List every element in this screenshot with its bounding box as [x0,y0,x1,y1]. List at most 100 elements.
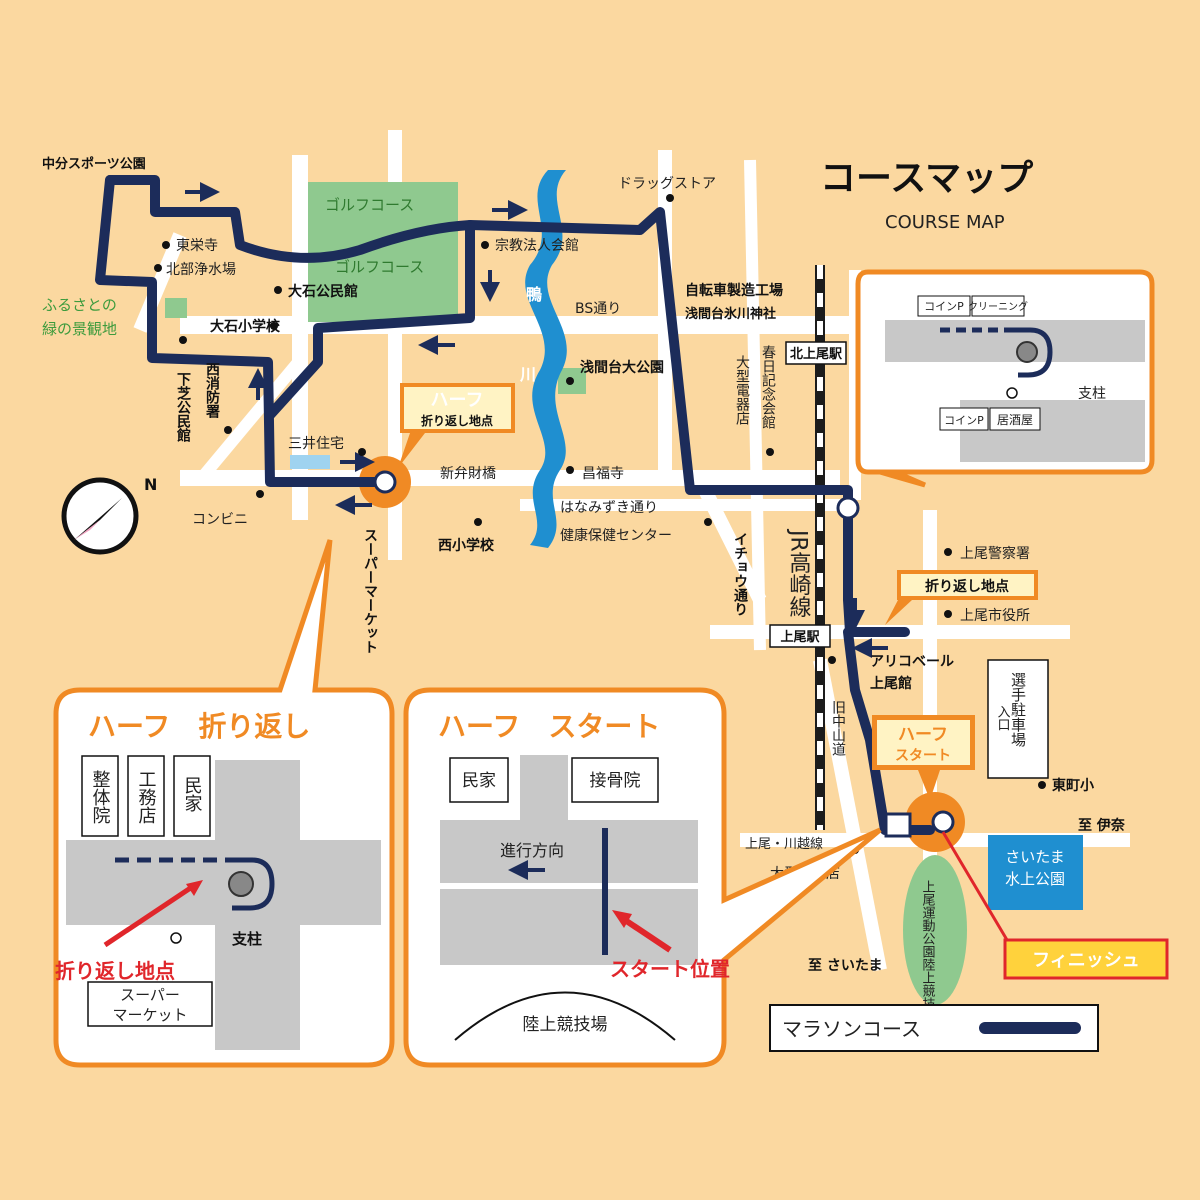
legend-label: マラソンコース [782,1017,921,1041]
inset-top-coinp-1: コインP [924,300,964,313]
kitaageo-turn-point [836,496,860,520]
inset-start-sekkotsu: 接骨院 [590,771,641,791]
start-gate [884,812,912,838]
label-icho-dori: イチョウ通り [732,532,748,616]
roads [133,130,1130,1000]
ageo-station-box [769,624,831,648]
inset-start-stadium: 陸上競技場 [523,1015,608,1035]
inset-turn-komuten: 工務店 [136,770,157,824]
label-drugstore: ドラッグストア [618,176,716,192]
label-oishi-shogakko: 大石小学校 [210,318,281,335]
label-ogata-denki-1: 大型電器店 [734,355,750,425]
label-hanamizuki: はなみずき通り [560,500,658,516]
furusato-green [165,298,187,318]
inset-turn-title: ハーフ 折り返し [88,710,310,743]
inset-turn-super-2: マーケット [112,1006,187,1024]
route-direction-arrows [185,182,888,658]
label-hokubu: 北部浄水場 [166,262,236,278]
label-super-market: スーパーマーケット [362,528,378,654]
half-turn-point [373,470,397,494]
label-golf-2: ゴルフコース [335,258,424,276]
stadium-park-green [903,855,967,1005]
label-jitensha: 自転車製造工場 [685,282,783,299]
mizukami-label-1: さいたま [1005,848,1065,866]
half-turn-tag-1: ハーフ [431,390,484,411]
inset-half-turn: ハーフ 折り返し 整体院 工務店 民家 支柱 折り返し地点 スーパー マーケット [53,539,395,1068]
inset-start-direction: 進行方向 [500,841,564,860]
label-nishi-shogakko: 西小学校 [438,537,495,554]
turn-point-tag: 折り返し地点 [885,570,1038,625]
inset-turn-seitai: 整体院 [90,770,111,824]
north-label: N [144,475,157,494]
label-parking: 選手駐車場 [1009,672,1027,747]
label-kamo: 鴨 [526,285,542,304]
inset-top-pillar: 支柱 [1078,386,1106,402]
inset-top-coinp-2: コインP [944,414,984,427]
label-bs-dori: BS通り [575,301,621,317]
label-shinbenzaiten: 新弁財橋 [440,466,496,482]
inset-start-minka: 民家 [462,771,496,791]
inset-top-izakaya: 居酒屋 [997,413,1033,427]
half-turn-tag: ハーフ 折り返し地点 [398,383,515,468]
label-jr-line: JR高崎線 [786,528,812,618]
label-toeiji: 東栄寺 [176,238,218,254]
north-compass: N [61,475,157,555]
label-sengendai-jinja: 浅間台氷川神社 [685,306,776,322]
label-kasuga: 春日記念会館 [760,345,776,429]
label-stadium-park: 上尾運動公園陸上競技場 [920,880,936,1023]
label-kitaageo: 北上尾駅 [790,347,843,362]
inset-turn-pillar: 支柱 [231,930,262,948]
label-shofukuji: 昌福寺 [582,466,624,482]
marathon-route-west-loop [95,175,475,487]
mizukami-park [988,835,1083,910]
label-ageo-cityhall: 上尾市役所 [960,607,1030,624]
mitsui-block [290,455,330,469]
parking-box [987,659,1049,779]
kamo-river [525,170,567,548]
label-iriguchi: 入口 [995,705,1011,731]
label-furusato-2: 緑の景観地 [42,320,117,338]
mizukami-label-2: 水上公園 [1005,870,1065,888]
inset-top-cleaning: クリーニング [968,300,1028,313]
half-turn-tag-2: 折り返し地点 [421,413,493,428]
inset-turn-minka: 民家 [182,776,203,812]
half-start-tag-1: ハーフ [898,725,948,745]
label-furusato-1: ふるさとの [42,296,117,314]
label-konbini: コンビニ [192,512,248,528]
label-to-saitama: 至 さいたま [808,958,882,974]
label-ageo-kawagoe: 上尾・川越線 [745,836,823,852]
inset-start-title: ハーフ スタート [438,710,660,743]
turn-point-tag-text: 折り返し地点 [925,578,1009,595]
inset-half-start: ハーフ スタート 民家 接骨院 進行方向 スタート位置 陸上競技場 [403,687,882,1068]
label-shimoshiba: 下芝公民館 [175,372,192,443]
label-sengendai-park: 浅間台大公園 [580,359,664,376]
kitaageo-station-box [785,341,847,365]
label-golf-1: ゴルフコース [325,196,414,214]
label-kyu-nakasendo: 旧中山道 [830,700,846,757]
label-ageo-station: 上尾駅 [780,630,820,645]
label-mitsui: 三井住宅 [288,436,344,452]
inset-turn-point: 折り返し地点 [55,959,175,983]
start-point [931,810,955,834]
label-oishi-kominkan: 大石公民館 [288,283,358,300]
label-higashimachi: 東町小 [1052,777,1094,794]
map-title: コースマップ [820,158,1033,199]
half-start-tag-2: スタート [895,748,951,764]
half-start-tag: ハーフ スタート [872,715,975,800]
finish-tag: フィニッシュ [941,831,1169,980]
label-arico-2: 上尾館 [870,675,912,692]
label-kawa: 川 [519,365,536,384]
inset-top-right: コインP クリーニング 支柱 コインP 居酒屋 [855,269,1155,488]
label-nakabun: 中分スポーツ公園 [42,156,146,172]
label-arico-1: アリコベール [870,654,954,670]
legend: マラソンコース [769,1004,1099,1052]
label-nishi-shobosho: 西消防署 [204,362,221,418]
label-shukyo: 宗教法人会館 [495,237,579,254]
finish-label: フィニッシュ [1032,950,1140,971]
label-ageo-police: 上尾警察署 [960,545,1030,562]
label-to-ina: 至 伊奈 [1078,817,1126,834]
inset-turn-super-1: スーパー [120,986,180,1004]
label-kenko: 健康保健センター [560,527,672,544]
inset-start-pos: スタート位置 [610,957,730,981]
